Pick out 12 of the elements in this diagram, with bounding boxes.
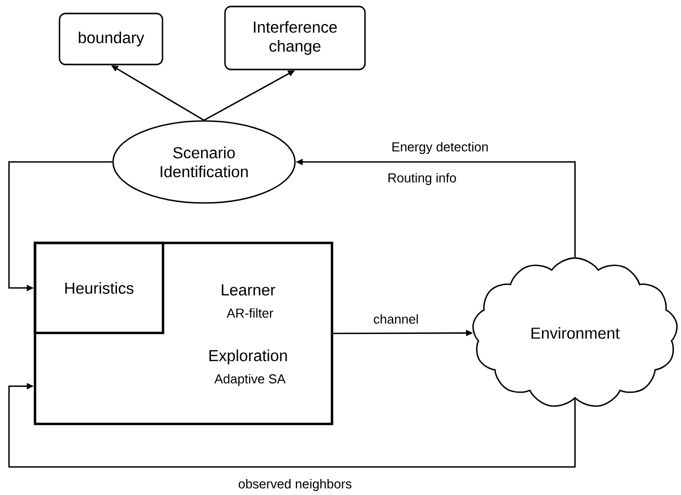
rounded-box: boundary — [58, 12, 164, 66]
edge-label: Energy detection — [390, 140, 490, 156]
node-text: AR-filter — [226, 308, 274, 318]
node-text: Learner — [222, 284, 276, 296]
edge-label: channel — [372, 313, 420, 325]
node-text: Adaptive SA — [214, 374, 286, 386]
note-label: Routing info — [388, 172, 456, 186]
edge-label: observed neighbors — [237, 478, 353, 492]
environment-cloud: Environment — [472, 257, 678, 407]
rounded-box: Interference change — [224, 6, 366, 70]
process-box: Heuristics — [34, 242, 164, 334]
node-text: Exploration — [209, 350, 287, 364]
